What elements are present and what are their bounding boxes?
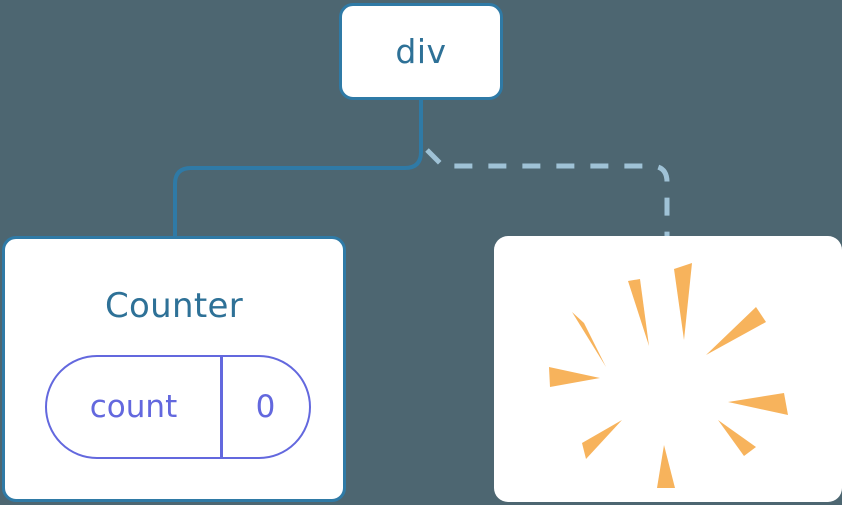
node-counter-title: Counter [105, 286, 243, 326]
node-counter[interactable]: Counter count 0 [2, 236, 346, 502]
state-pill-divider [220, 357, 223, 457]
ray-n [674, 263, 692, 340]
ray-wnw [549, 367, 600, 387]
ray-nnw [628, 279, 649, 346]
ray-ese [718, 420, 756, 456]
ray-nw [572, 312, 606, 367]
state-pill-key: count [89, 388, 178, 425]
sparkle-burst-icon [549, 263, 788, 488]
ray-ene [728, 393, 788, 415]
edge-root-to-sparkle [425, 148, 670, 238]
edge-root-to-counter [173, 98, 423, 240]
ray-nne [706, 307, 766, 355]
ray-sw [582, 420, 622, 459]
state-pill-value: 0 [255, 388, 276, 425]
ray-s [657, 445, 675, 488]
state-pill[interactable]: count 0 [45, 355, 311, 459]
node-sparkle[interactable] [494, 236, 842, 502]
node-div[interactable]: div [339, 3, 503, 100]
node-div-label: div [395, 32, 447, 71]
